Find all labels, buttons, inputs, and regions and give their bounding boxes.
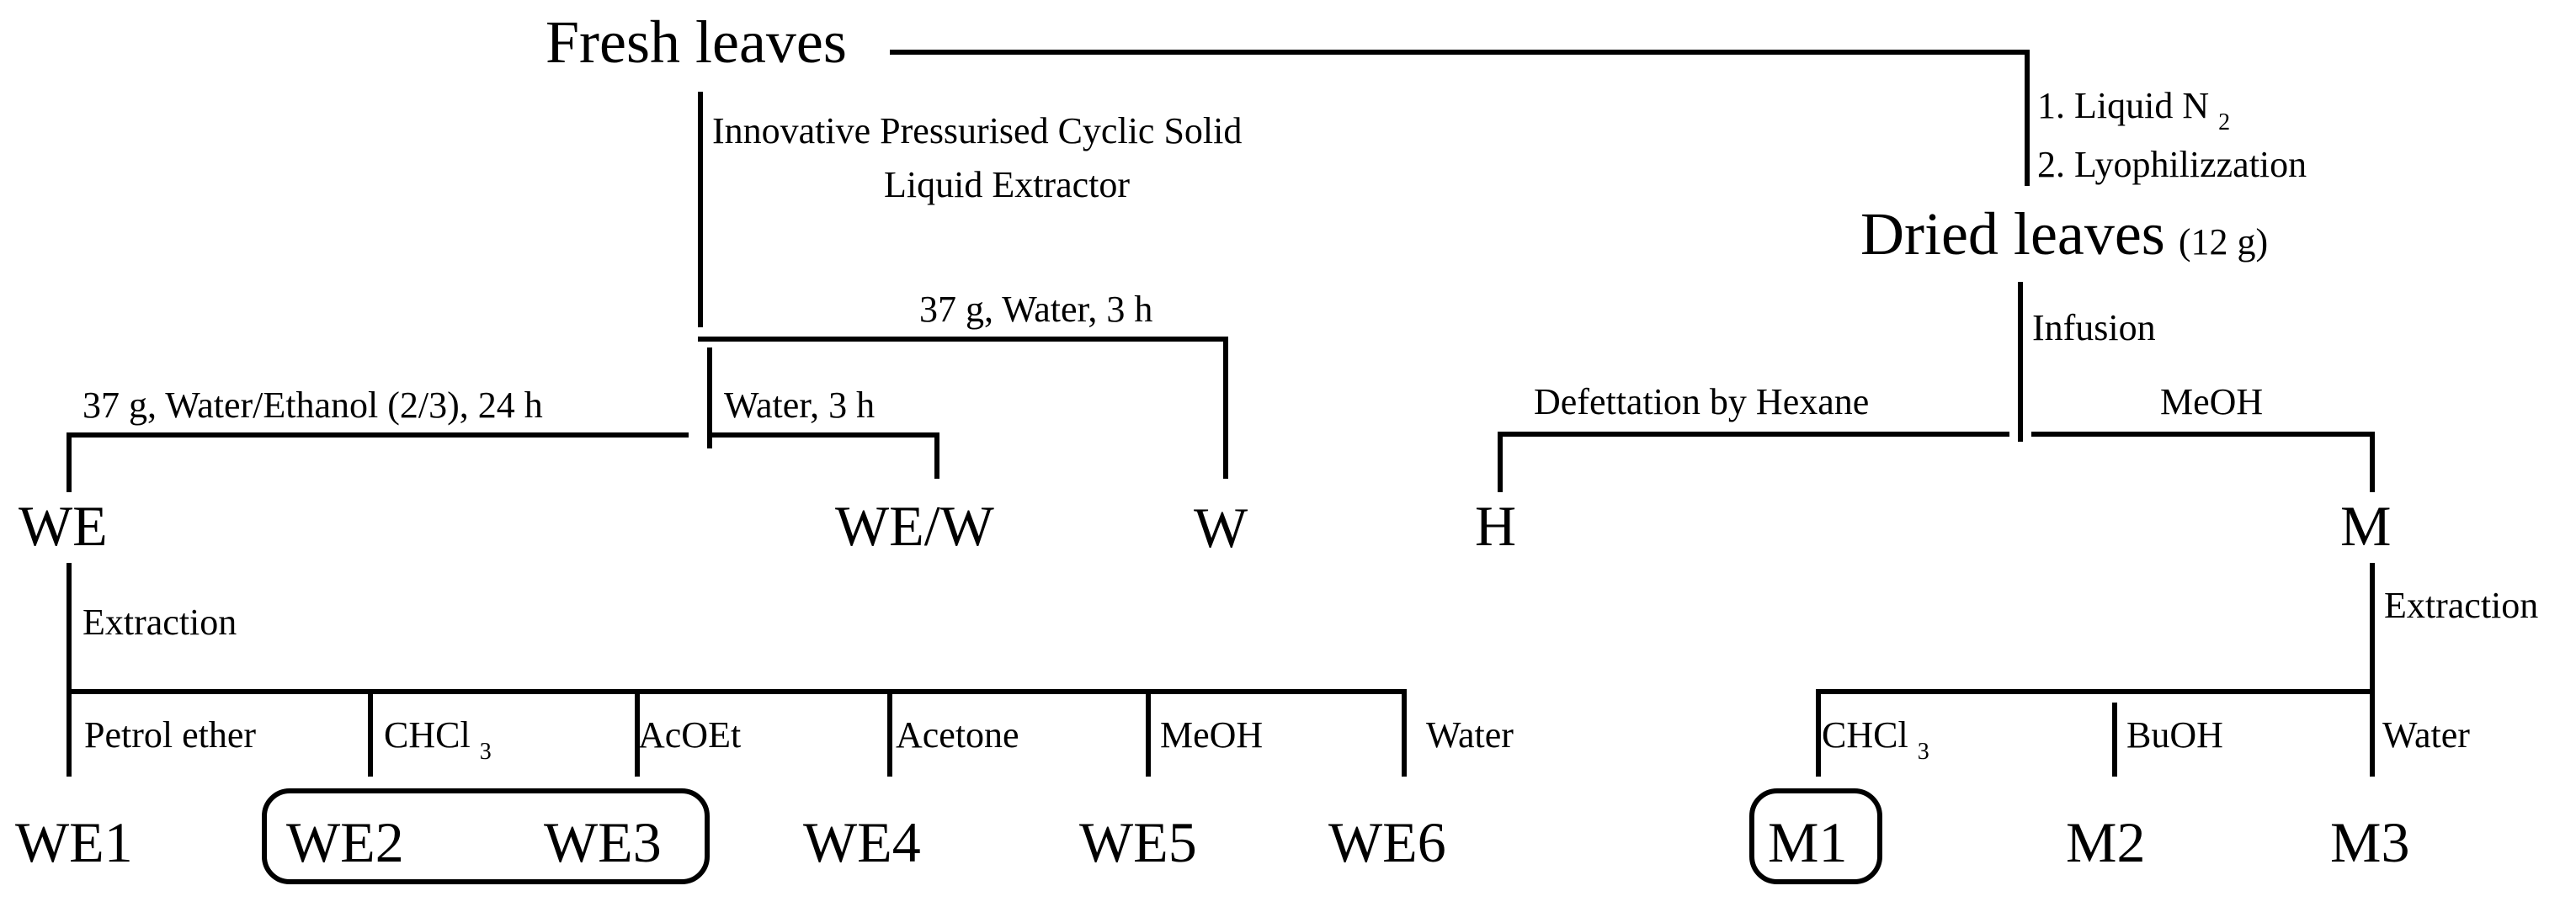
- label-chcl3-we-subscript: 3: [480, 739, 492, 765]
- label-petrol-ether: Petrol ether: [84, 714, 256, 756]
- label-water-m: Water: [2382, 714, 2470, 756]
- connector-we-extraction: [67, 563, 1407, 777]
- connector-to-we: [67, 432, 689, 492]
- label-step-liquid-n2-text: 1. Liquid N: [2037, 85, 2209, 126]
- label-step-liquid-n2-subscript: 2: [2218, 109, 2230, 135]
- connector-fresh-to-dried: [890, 50, 2030, 186]
- label-chcl3-m: CHCl 3: [1822, 714, 1929, 765]
- node-we-w: WE/W: [835, 494, 995, 558]
- label-extraction-we: Extraction: [82, 602, 237, 643]
- node-m2: M2: [2066, 810, 2145, 874]
- node-h: H: [1475, 494, 1516, 558]
- label-water-3h: Water, 3 h: [724, 385, 875, 426]
- label-acetone: Acetone: [896, 714, 1019, 756]
- node-w: W: [1194, 496, 1248, 560]
- label-chcl3-m-subscript: 3: [1918, 739, 1929, 765]
- node-m3: M3: [2330, 810, 2409, 874]
- label-water-37g: 37 g, Water, 3 h: [919, 289, 1152, 330]
- node-m1: M1: [1768, 810, 1847, 874]
- connector-to-we-w: [707, 432, 939, 479]
- connector-to-w: [698, 337, 1228, 479]
- node-we2: WE2: [286, 810, 404, 874]
- node-dried-leaves-name: Dried leaves: [1860, 200, 2165, 268]
- label-chcl3-m-text: CHCl: [1822, 714, 1908, 756]
- node-we4: WE4: [803, 810, 921, 874]
- label-extraction-m: Extraction: [2384, 585, 2538, 626]
- label-step-liquid-n2: 1. Liquid N 2: [2037, 85, 2230, 135]
- node-dried-leaves: Dried leaves (12 g): [1860, 200, 2268, 268]
- node-m: M: [2340, 494, 2391, 558]
- label-meoh-we: MeOH: [1160, 714, 1263, 756]
- node-we1: WE1: [15, 810, 133, 874]
- label-water-we: Water: [1426, 714, 1514, 756]
- group-box-we2-we3: [262, 788, 710, 884]
- node-dried-leaves-qty: (12 g): [2179, 221, 2268, 263]
- connector-lines: [67, 50, 2375, 777]
- label-water-ethanol: 37 g, Water/Ethanol (2/3), 24 h: [82, 385, 543, 426]
- connector-to-h: [1498, 432, 2009, 492]
- label-extractor-line1: Innovative Pressurised Cyclic Solid: [712, 110, 1242, 151]
- node-fresh-leaves: Fresh leaves: [546, 8, 847, 76]
- connector-m-extraction: [1816, 563, 2375, 777]
- label-meoh-top: MeOH: [2160, 381, 2263, 422]
- label-extractor-line2: Liquid Extractor: [884, 164, 1130, 205]
- label-chcl3-we: CHCl 3: [384, 714, 492, 765]
- label-defettation: Defettation by Hexane: [1534, 381, 1869, 422]
- node-we: WE: [19, 494, 108, 558]
- connector-to-m: [2031, 432, 2375, 492]
- label-step-lyophilization: 2. Lyophilizzation: [2037, 144, 2307, 185]
- label-infusion: Infusion: [2032, 307, 2156, 348]
- group-box-m1: [1749, 788, 1882, 884]
- label-chcl3-we-text: CHCl: [384, 714, 471, 756]
- label-acoet: AcOEt: [638, 714, 741, 756]
- node-we6: WE6: [1328, 810, 1446, 874]
- node-we5: WE5: [1079, 810, 1197, 874]
- label-buoh: BuOH: [2126, 714, 2223, 756]
- node-we3: WE3: [544, 810, 662, 874]
